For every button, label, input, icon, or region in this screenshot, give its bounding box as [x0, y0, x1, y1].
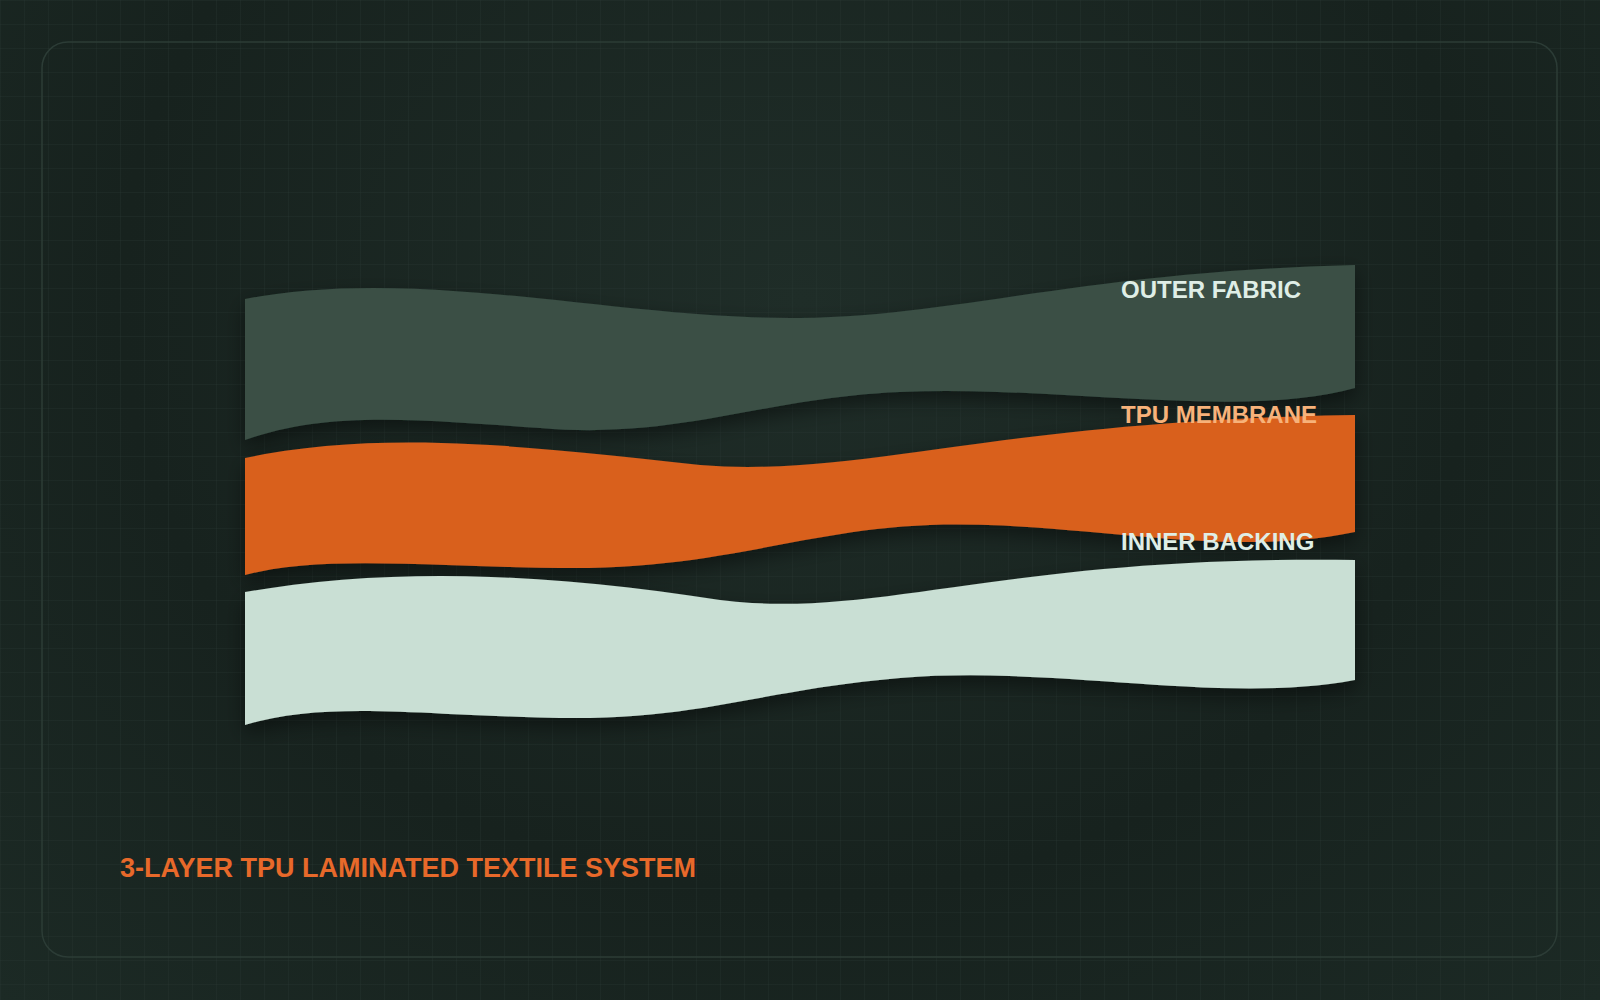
- layer-label: TPU MEMBRANE: [1121, 401, 1317, 429]
- diagram-title: 3-LAYER TPU LAMINATED TEXTILE SYSTEM: [120, 853, 696, 884]
- layer-label: INNER BACKING: [1121, 528, 1314, 556]
- panel-border: [42, 42, 1557, 957]
- inner-backing-band: [245, 560, 1355, 725]
- outer-fabric-band: [245, 265, 1355, 440]
- layer-label: OUTER FABRIC: [1121, 276, 1301, 304]
- tpu-membrane-band: [245, 415, 1355, 575]
